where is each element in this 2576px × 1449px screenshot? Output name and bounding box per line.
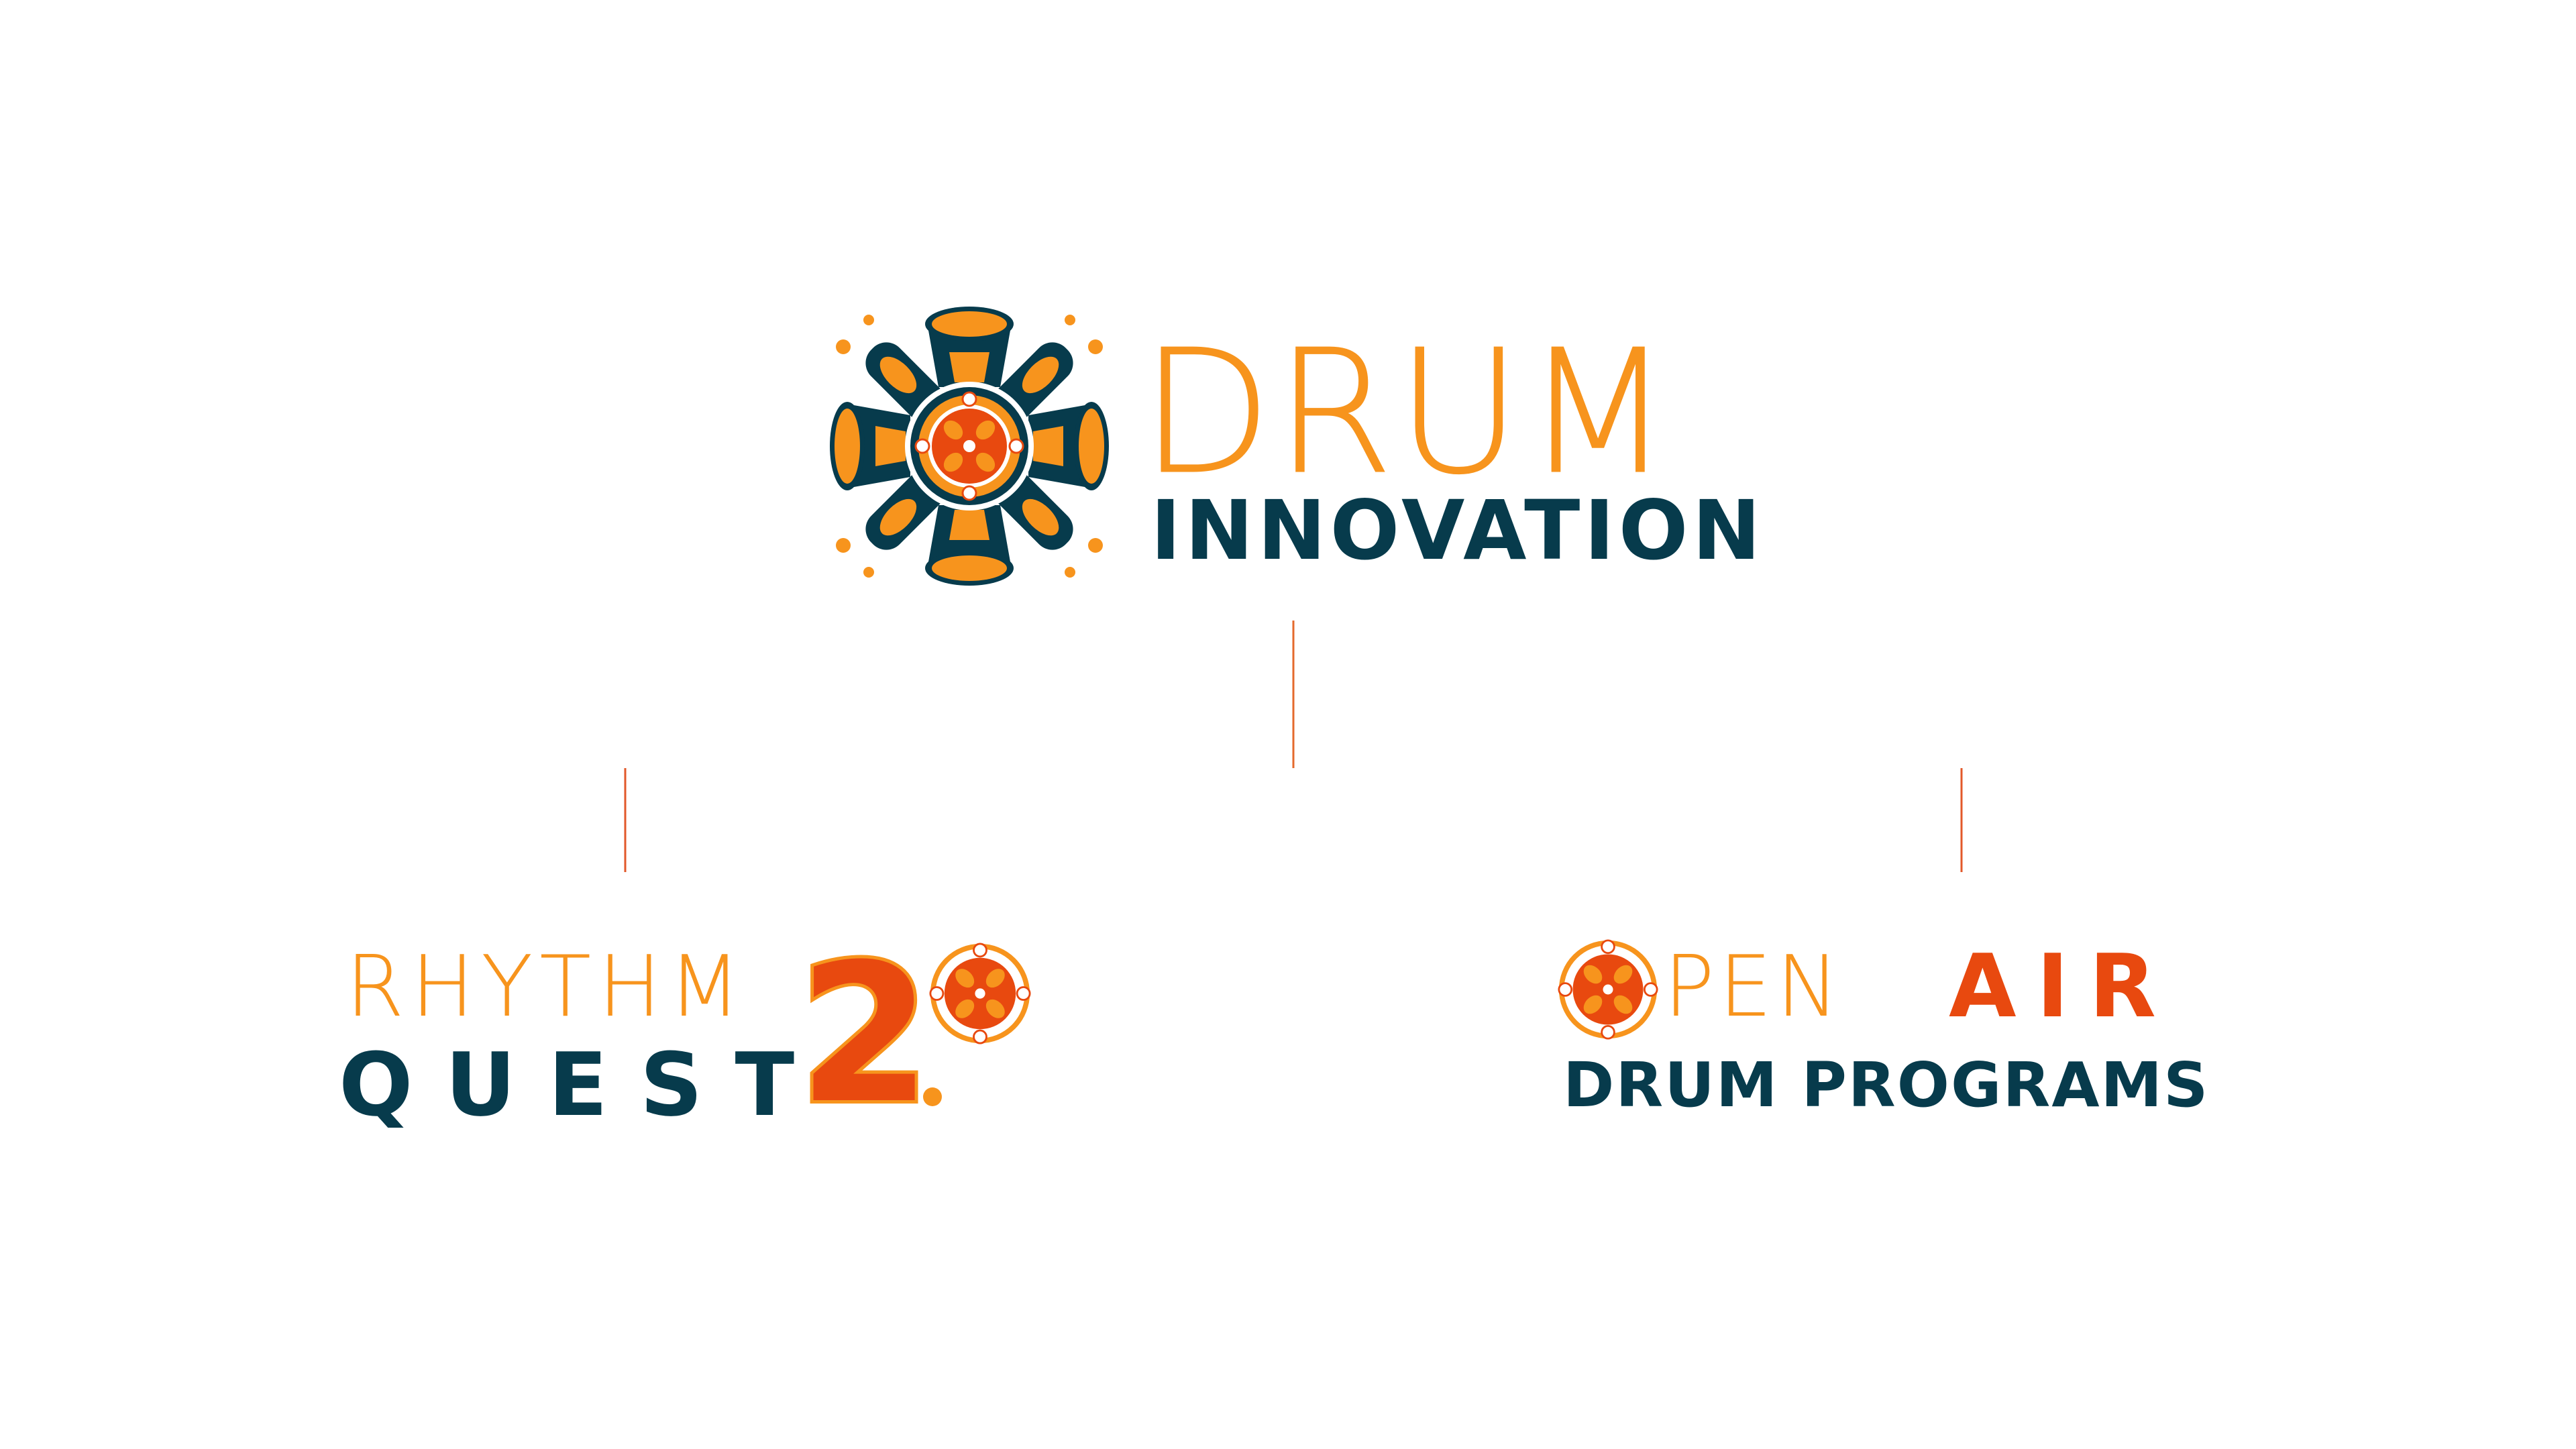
drum-target-icon	[1558, 939, 1658, 1040]
root-subtitle: INNOVATION	[1150, 483, 1765, 578]
drum-mandala-icon	[830, 307, 1109, 586]
right-subtitle: DRUM PROGRAMS	[1563, 1049, 2210, 1121]
left-title: RHYTHM	[345, 937, 748, 1036]
version-digit: 2	[798, 936, 931, 1117]
left-subtitle: QUEST	[339, 1034, 827, 1136]
drum-target-icon	[929, 943, 1031, 1044]
right-title-accent: AIR	[1949, 935, 2177, 1037]
version-dot	[923, 1087, 942, 1106]
right-title: PEN	[1664, 937, 1843, 1036]
version-number: 2	[798, 936, 942, 1117]
root-title: DRUM	[1140, 313, 1675, 513]
